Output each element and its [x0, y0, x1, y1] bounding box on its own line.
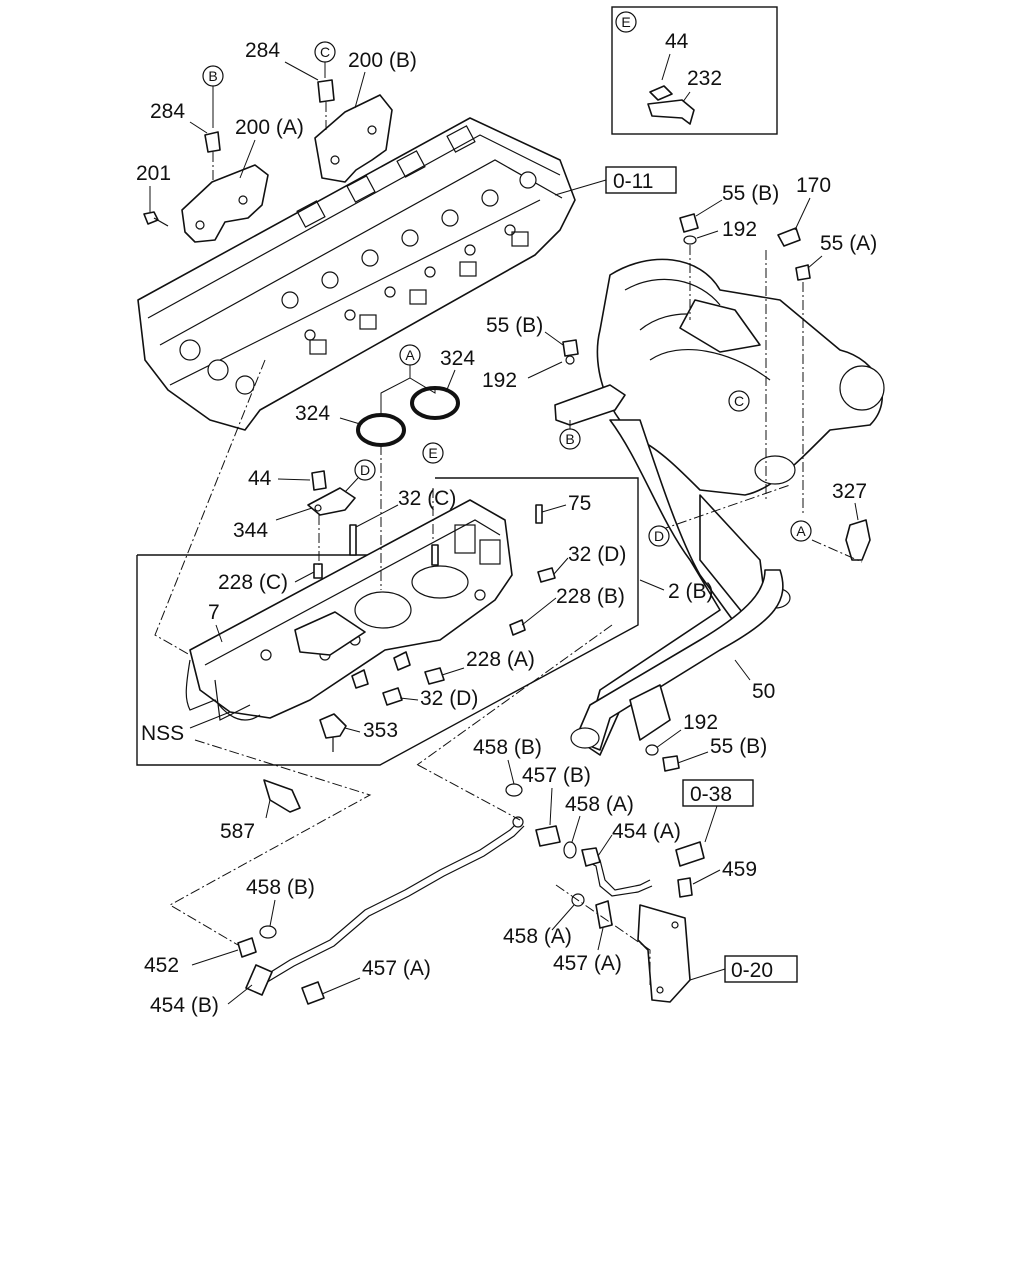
callout-nss: NSS [141, 722, 184, 745]
callout-44-inset: 44 [665, 30, 689, 53]
cylinder-head [137, 117, 576, 431]
studs [313, 504, 556, 706]
callout-232: 232 [687, 67, 722, 90]
sensor-327 [845, 519, 871, 561]
callout-55a: 55 (A) [820, 232, 877, 255]
marker-e-inset: E [621, 14, 630, 30]
pipe-50 [570, 569, 784, 751]
callout-284-left: 284 [150, 100, 185, 123]
bracket-200b [314, 79, 393, 183]
bracket-344 [307, 470, 356, 565]
marker-d-mid: D [360, 462, 370, 478]
callout-32d-upper: 32 (D) [568, 543, 626, 566]
callout-324-right: 324 [440, 347, 475, 370]
callout-32d-lower: 32 (D) [420, 687, 478, 710]
bracket-0-20 [637, 904, 691, 1003]
callout-452: 452 [144, 954, 179, 977]
callout-200b: 200 (B) [348, 49, 417, 72]
callout-55b-top: 55 (B) [722, 182, 779, 205]
marker-a-pipe: A [796, 523, 806, 539]
heat-shield-bracket [554, 339, 626, 426]
callout-228c: 228 (C) [218, 571, 288, 594]
bolts-top-right [679, 213, 811, 515]
bolt-201 [143, 211, 169, 227]
head-ports [179, 171, 537, 395]
callout-labels: 284 200 (B) 284 200 (A) 201 55 (B) 170 1… [136, 39, 877, 1017]
callout-457a-right: 457 (A) [553, 952, 622, 975]
circle-markers: A D E C B D A [344, 344, 812, 547]
o-ring-324-left [356, 413, 406, 447]
ref-box-0-11: 0-11 [554, 166, 677, 196]
head-cam-bays [296, 125, 529, 355]
callout-55b-low: 55 (B) [710, 735, 767, 758]
marker-c-top: C [320, 44, 330, 60]
callout-50: 50 [752, 680, 775, 703]
callout-327: 327 [832, 480, 867, 503]
callout-2b: 2 (B) [668, 580, 714, 603]
callout-201: 201 [136, 162, 171, 185]
marker-d-pipe: D [654, 528, 664, 544]
exhaust-manifold [596, 258, 885, 496]
ref-box-0-38: 0-38 [682, 779, 754, 843]
detail-inset-e: E 44 232 [611, 6, 778, 135]
callout-200a: 200 (A) [235, 116, 304, 139]
callout-192-low: 192 [683, 711, 718, 734]
gasket-7 [185, 659, 261, 721]
sensor-353 [319, 713, 347, 752]
callout-324-left: 324 [295, 402, 330, 425]
callout-55b-mid: 55 (B) [486, 314, 543, 337]
guide-lines [154, 359, 863, 985]
oil-line-454a [581, 847, 653, 897]
callout-284-top: 284 [245, 39, 280, 62]
callout-7: 7 [208, 601, 220, 624]
callout-458b-upper: 458 (B) [473, 736, 542, 759]
callout-344: 344 [233, 519, 268, 542]
callout-457b: 457 (B) [522, 764, 591, 787]
callout-458a-lower: 458 (A) [503, 925, 572, 948]
callout-457a-left: 457 (A) [362, 957, 431, 980]
callout-192-top: 192 [722, 218, 757, 241]
callout-458b-lower: 458 (B) [246, 876, 315, 899]
callout-192-mid: 192 [482, 369, 517, 392]
callout-228a: 228 (A) [466, 648, 535, 671]
callout-228b: 228 (B) [556, 585, 625, 608]
marker-c-pipe: C [734, 393, 744, 409]
callout-75: 75 [568, 492, 591, 515]
bracket-200a [181, 131, 269, 243]
ref-0-20: 0-20 [731, 959, 773, 982]
marker-e-mid: E [428, 445, 437, 461]
ref-box-0-20: 0-20 [689, 955, 798, 983]
callout-454a: 454 (A) [612, 820, 681, 843]
oil-line-454b [245, 816, 525, 996]
callout-454b: 454 (B) [150, 994, 219, 1017]
callout-44: 44 [248, 467, 272, 490]
ref-0-11: 0-11 [613, 170, 653, 193]
callout-459: 459 [722, 858, 757, 881]
callout-353: 353 [363, 719, 398, 742]
ref-0-38: 0-38 [690, 783, 732, 806]
marker-b-top: B [208, 68, 217, 84]
callout-170: 170 [796, 174, 831, 197]
callout-587: 587 [220, 820, 255, 843]
fittings-lower [237, 783, 705, 1005]
marker-a-rings: A [405, 347, 415, 363]
sensor-587 [263, 779, 301, 819]
callout-458a-upper: 458 (A) [565, 793, 634, 816]
callout-32c: 32 (C) [398, 487, 456, 510]
marker-b-mid: B [565, 431, 574, 447]
